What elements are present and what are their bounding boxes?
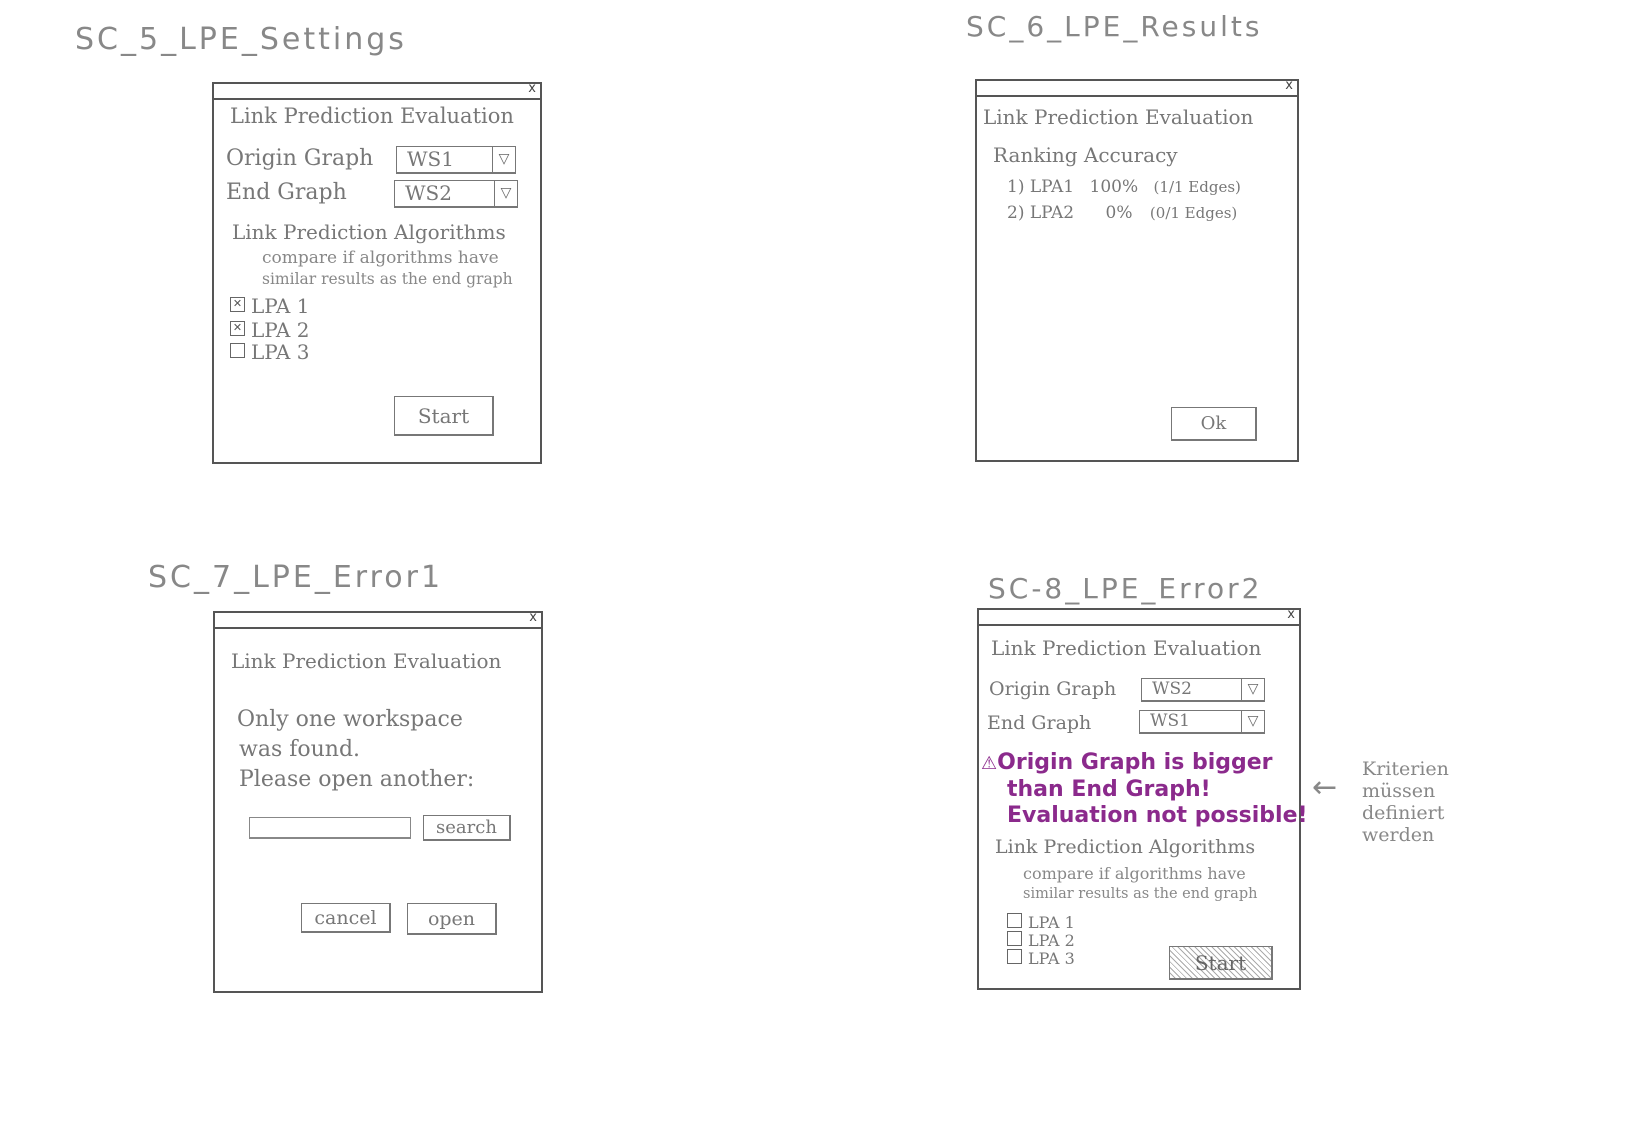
close-icon[interactable]: x — [1287, 607, 1295, 622]
checkbox-checked-icon[interactable]: ✕ — [230, 320, 245, 336]
end-graph-dropdown[interactable]: WS2 ▽ — [394, 180, 518, 208]
algorithm-checkbox-lpa2[interactable]: ✕ LPA 2 — [230, 318, 310, 342]
origin-graph-label: Origin Graph — [989, 678, 1117, 700]
ranking-accuracy-label: Ranking Accuracy — [993, 143, 1178, 167]
algorithm-checkbox-lpa1[interactable]: ✕ LPA 1 — [230, 294, 310, 318]
titlebar: x — [979, 607, 1299, 626]
error-message-line3: Please open another: — [239, 767, 475, 792]
ok-button[interactable]: Ok — [1171, 407, 1257, 441]
workspace-path-input[interactable] — [249, 817, 411, 839]
end-graph-value: WS1 — [1150, 711, 1190, 731]
settings-window: x Link Prediction Evaluation Origin Grap… — [212, 81, 542, 464]
side-note-line1: Kriterien — [1362, 758, 1449, 780]
error-line2: than End Graph! — [1007, 777, 1211, 802]
end-graph-value: WS2 — [405, 181, 452, 205]
algorithm-label: LPA 3 — [251, 340, 310, 364]
start-button-disabled[interactable]: Start — [1169, 946, 1273, 980]
sketch-title-sc7: SC_7_LPE_Error1 — [148, 560, 444, 595]
error-line1: Origin Graph is bigger — [997, 750, 1273, 775]
origin-graph-value: WS2 — [1152, 679, 1192, 699]
warning-icon: ⚠ — [981, 753, 998, 774]
result-edges: (1/1 Edges) — [1153, 178, 1241, 196]
result-name: LPA2 — [1029, 203, 1075, 223]
origin-graph-value: WS1 — [407, 147, 454, 171]
sketch-title-sc5: SC_5_LPE_Settings — [75, 22, 407, 57]
algorithms-hint-2: similar results as the end graph — [262, 270, 513, 288]
arrow-left-icon: ← — [1312, 770, 1338, 805]
algorithm-checkbox-lpa1[interactable]: LPA 1 — [1007, 912, 1075, 934]
algorithms-hint-1: compare if algorithms have — [262, 248, 499, 268]
titlebar: x — [214, 81, 540, 100]
algorithm-label: LPA 1 — [1028, 913, 1075, 932]
close-icon[interactable]: x — [529, 610, 537, 625]
side-note-line2: müssen — [1362, 780, 1436, 802]
end-graph-label: End Graph — [226, 180, 347, 205]
chevron-down-icon[interactable]: ▽ — [1241, 679, 1264, 700]
window-title: Link Prediction Evaluation — [983, 105, 1254, 129]
checkbox-unchecked-icon[interactable] — [1007, 913, 1022, 928]
end-graph-label: End Graph — [987, 712, 1092, 734]
origin-graph-label: Origin Graph — [226, 146, 374, 171]
algorithm-checkbox-lpa3[interactable]: LPA 3 — [1007, 948, 1075, 970]
checkbox-unchecked-icon[interactable] — [1007, 931, 1022, 946]
algorithms-hint-2: similar results as the end graph — [1023, 886, 1258, 902]
result-rank: 1) — [1007, 177, 1025, 197]
origin-graph-dropdown[interactable]: WS2 ▽ — [1141, 678, 1265, 702]
algorithm-checkbox-lpa2[interactable]: LPA 2 — [1007, 930, 1075, 952]
side-note-line4: werden — [1362, 824, 1435, 846]
chevron-down-icon[interactable]: ▽ — [492, 147, 515, 172]
cancel-button[interactable]: cancel — [301, 903, 391, 933]
chevron-down-icon[interactable]: ▽ — [1241, 711, 1264, 732]
error-message: ⚠Origin Graph is bigger than End Graph! … — [981, 750, 1308, 829]
origin-graph-dropdown[interactable]: WS1 ▽ — [396, 146, 516, 174]
algorithms-label: Link Prediction Algorithms — [232, 220, 506, 244]
start-button[interactable]: Start — [394, 396, 494, 436]
sketch-title-sc8: SC-8_LPE_Error2 — [988, 572, 1263, 605]
result-rank: 2) — [1007, 203, 1025, 223]
algorithms-label: Link Prediction Algorithms — [995, 836, 1256, 858]
chevron-down-icon[interactable]: ▽ — [494, 181, 517, 206]
error-line3: Evaluation not possible! — [1007, 803, 1308, 828]
titlebar: x — [215, 610, 541, 629]
titlebar: x — [977, 78, 1297, 97]
result-edges: (0/1 Edges) — [1149, 204, 1238, 222]
error-message-line1: Only one workspace — [237, 707, 463, 732]
error1-window: x Link Prediction Evaluation Only one wo… — [213, 610, 543, 993]
algorithms-hint-1: compare if algorithms have — [1023, 864, 1246, 883]
error2-window: x Link Prediction Evaluation Origin Grap… — [977, 607, 1308, 990]
end-graph-dropdown[interactable]: WS1 ▽ — [1139, 710, 1265, 734]
result-accuracy: 100% — [1089, 177, 1139, 197]
close-icon[interactable]: x — [528, 81, 536, 96]
side-note: Kriterien müssen definiert werden — [1362, 758, 1449, 846]
algorithm-label: LPA 1 — [251, 294, 310, 318]
search-button[interactable]: search — [423, 815, 511, 841]
close-icon[interactable]: x — [1285, 78, 1293, 93]
algorithm-label: LPA 2 — [1028, 931, 1075, 950]
window-title: Link Prediction Evaluation — [991, 636, 1262, 660]
error-message-line2: was found. — [239, 737, 361, 762]
results-window: x Link Prediction Evaluation Ranking Acc… — [975, 78, 1299, 462]
result-accuracy: 0% — [1105, 203, 1133, 223]
checkbox-unchecked-icon[interactable] — [1007, 949, 1022, 964]
side-note-line3: definiert — [1362, 802, 1445, 824]
result-row: 2) LPA2 0% (0/1 Edges) — [1007, 203, 1297, 223]
algorithm-label: LPA 3 — [1028, 949, 1075, 968]
result-name: LPA1 — [1029, 177, 1075, 197]
window-title: Link Prediction Evaluation — [230, 104, 514, 128]
result-row: 1) LPA1 100% (1/1 Edges) — [1007, 177, 1297, 197]
window-title: Link Prediction Evaluation — [231, 649, 502, 673]
sketch-title-sc6: SC_6_LPE_Results — [966, 10, 1263, 43]
checkbox-unchecked-icon[interactable] — [230, 342, 245, 358]
checkbox-checked-icon[interactable]: ✕ — [230, 296, 245, 312]
open-button[interactable]: open — [407, 903, 497, 935]
algorithm-checkbox-lpa3[interactable]: LPA 3 — [230, 340, 310, 364]
algorithm-label: LPA 2 — [251, 318, 310, 342]
